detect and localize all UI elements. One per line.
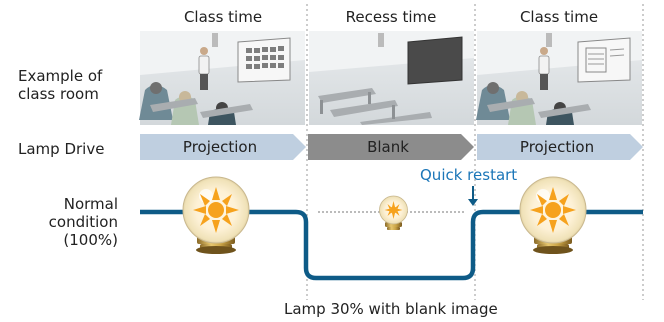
column-header-recess-time: Recess time bbox=[345, 8, 437, 26]
quick-restart-label: Quick restart bbox=[420, 166, 518, 184]
arrow-label-blank: Blank bbox=[367, 138, 409, 156]
lamp-reduced-caption: Lamp 30% with blank image bbox=[284, 300, 498, 318]
lamp-bulb-icon-1 bbox=[182, 176, 250, 254]
classroom-image-3 bbox=[476, 31, 642, 125]
column-header-class-time-2: Class time bbox=[519, 8, 599, 26]
row-label-normal-line1: Normal bbox=[63, 195, 118, 213]
row-label-normal-line3: (100%) bbox=[63, 231, 118, 249]
row-label-normal-line2: condition bbox=[48, 213, 118, 231]
row-label-lamp-drive: Lamp Drive bbox=[18, 140, 105, 158]
arrow-label-projection-1: Projection bbox=[182, 138, 258, 156]
classroom-image-1 bbox=[139, 31, 305, 125]
column-header-class-time-1: Class time bbox=[183, 8, 263, 26]
blank-arrow bbox=[308, 134, 474, 160]
projection-arrow-1 bbox=[140, 134, 306, 160]
classroom-image-2 bbox=[309, 31, 474, 125]
projection-arrow-3 bbox=[477, 134, 643, 160]
row-label-classroom-line1: Example of bbox=[18, 67, 103, 85]
row-label-classroom-line2: class room bbox=[18, 85, 99, 103]
arrow-label-projection-2: Projection bbox=[519, 138, 595, 156]
quick-restart-pointer bbox=[468, 186, 478, 206]
blank-screen bbox=[407, 36, 463, 85]
lamp-bulb-icon-3 bbox=[519, 176, 587, 254]
lamp-power-line bbox=[140, 209, 643, 281]
lamp-bulb-icon-dimmed bbox=[379, 195, 408, 230]
